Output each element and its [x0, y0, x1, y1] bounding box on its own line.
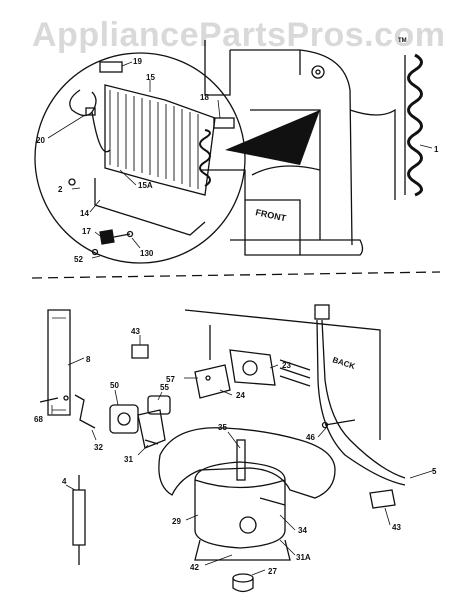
bracket-part-32 — [74, 394, 96, 429]
magnifier-pointer — [225, 110, 320, 165]
label-15: 15 — [146, 73, 155, 82]
label-4: 4 — [62, 477, 67, 486]
clip-part-43-lower — [369, 489, 396, 509]
condenser-coil-part-1 — [404, 53, 423, 197]
cabinet-outline — [200, 40, 396, 256]
watermark-text: AppliancePartsPros.com — [32, 16, 446, 54]
evaporator-part-15 — [104, 84, 216, 196]
label-17: 17 — [82, 227, 91, 236]
label-27: 27 — [268, 567, 277, 576]
label-29: 29 — [172, 517, 181, 526]
timer-part-23 — [184, 309, 381, 440]
label-130: 130 — [140, 249, 154, 258]
label-55: 55 — [160, 383, 169, 392]
screw-part-52 — [91, 248, 99, 256]
magnifier-circle — [34, 52, 246, 264]
leader-lines — [47, 61, 436, 576]
panel-part-8 — [39, 309, 71, 416]
label-31a: 31A — [296, 553, 311, 562]
label-20: 20 — [36, 136, 45, 145]
overload-part-55 — [147, 395, 171, 415]
label-14: 14 — [80, 209, 89, 218]
label-43a: 43 — [131, 327, 140, 336]
tube-part-14 — [94, 178, 206, 236]
label-front: FRONT — [255, 207, 288, 223]
pad-part-19 — [99, 61, 123, 73]
clip-part-31 — [144, 439, 159, 445]
label-50: 50 — [110, 381, 119, 390]
label-57: 57 — [166, 375, 175, 384]
mounting-pan — [158, 427, 336, 499]
label-34: 34 — [298, 526, 307, 535]
label-18: 18 — [200, 93, 209, 102]
wire-harness-part-5 — [279, 304, 406, 486]
label-46: 46 — [306, 433, 315, 442]
screw-part-2 — [68, 178, 76, 186]
bracket-part-17 — [99, 229, 115, 245]
label-5: 5 — [432, 467, 437, 476]
drier-part-4 — [72, 475, 86, 565]
label-43b: 43 — [392, 523, 401, 532]
label-8: 8 — [86, 355, 91, 364]
label-35: 35 — [218, 423, 227, 432]
label-52: 52 — [74, 255, 83, 264]
screw-part-46 — [324, 419, 356, 426]
grommet-part-27 — [232, 573, 254, 593]
label-15a: 15A — [138, 181, 153, 190]
relay-part-50 — [109, 404, 166, 449]
label-68: 68 — [34, 415, 43, 424]
label-1: 1 — [434, 145, 439, 154]
label-32: 32 — [94, 443, 103, 452]
pad-part-18 — [213, 117, 235, 129]
section-divider — [31, 271, 441, 279]
label-42: 42 — [190, 563, 199, 572]
label-31: 31 — [124, 455, 133, 464]
label-back: BACK — [331, 355, 356, 371]
label-tm: TM — [398, 38, 407, 44]
label-23: 23 — [282, 361, 291, 370]
compressor-part-29 — [194, 439, 291, 561]
label-19: 19 — [133, 57, 142, 66]
label-24: 24 — [236, 391, 245, 400]
label-2: 2 — [58, 185, 63, 194]
bracket-part-24 — [194, 364, 231, 399]
clip-part-43-upper — [131, 344, 149, 359]
